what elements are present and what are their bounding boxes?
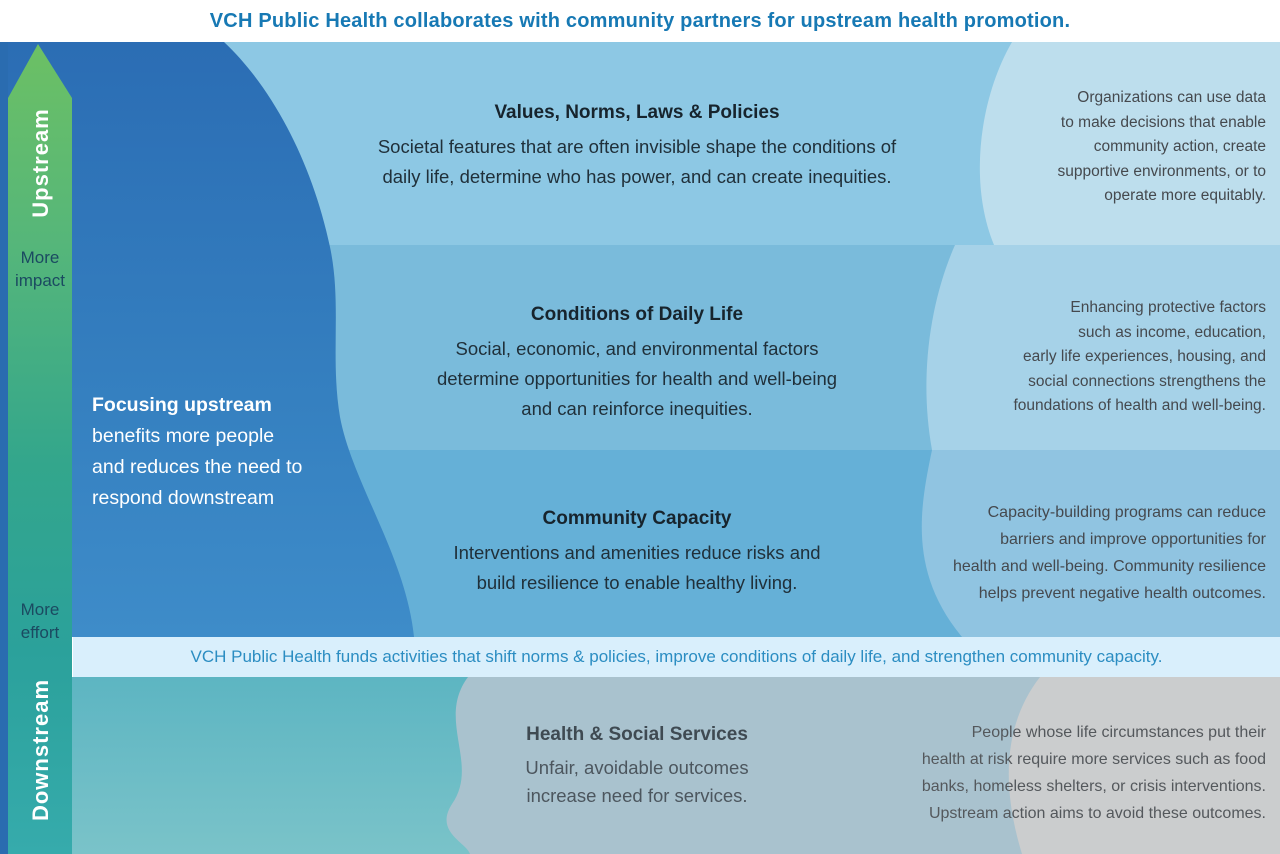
- band-conditions-title: Conditions of Daily Life: [530, 304, 744, 325]
- page-title: VCH Public Health collaborates with comm…: [209, 9, 1071, 32]
- capacity-note-shape: [921, 450, 1280, 637]
- funding-banner: VCH Public Health funds activities that …: [73, 637, 1280, 677]
- band-capacity-title: Community Capacity: [542, 508, 732, 529]
- band-values-note: Organizations can use data to make decis…: [1057, 89, 1267, 204]
- downstream-flow-shape: [0, 677, 470, 854]
- upstream-label: Upstream: [28, 108, 53, 218]
- header: VCH Public Health collaborates with comm…: [0, 0, 1280, 42]
- focus-upstream-body: benefits more people and reduces the nee…: [92, 425, 303, 509]
- more-effort-label: More effort: [20, 600, 60, 642]
- downstream-label: Downstream: [28, 678, 53, 822]
- band-capacity-description: Interventions and amenities reduce risks…: [453, 542, 821, 593]
- band-services-title: Health & Social Services: [526, 724, 748, 745]
- values-note-shape: [979, 42, 1280, 245]
- band-services-description: Unfair, avoidable outcomes increase need…: [525, 757, 749, 806]
- upstream-arrow-icon: [8, 44, 72, 854]
- upstream-flow-shape: [0, 42, 414, 637]
- band-values: Values, Norms, Laws & Policies Societal …: [287, 100, 987, 192]
- band-capacity: Community Capacity Interventions and ame…: [287, 506, 987, 598]
- band-services-note: People whose life circumstances put thei…: [921, 724, 1266, 822]
- band-values-description: Societal features that are often invisib…: [377, 136, 897, 187]
- band-capacity-note: Capacity-building programs can reduce ba…: [952, 504, 1266, 602]
- left-margin: [0, 42, 8, 854]
- band-conditions-note: Enhancing protective factors such as inc…: [1013, 299, 1267, 414]
- services-note-shape: [1008, 677, 1280, 854]
- conditions-note-shape: [926, 245, 1280, 450]
- band-conditions: Conditions of Daily Life Social, economi…: [287, 302, 987, 424]
- funding-banner-text: VCH Public Health funds activities that …: [190, 647, 1163, 666]
- focus-upstream-callout: Focusing upstream benefits more people a…: [92, 390, 372, 514]
- band-values-title: Values, Norms, Laws & Policies: [494, 102, 780, 123]
- background-artwork: [0, 42, 1280, 854]
- funding-banner-bg: [73, 637, 1280, 677]
- band-services: Health & Social Services Unfair, avoidab…: [287, 722, 987, 810]
- band-conditions-description: Social, economic, and environmental fact…: [436, 338, 838, 419]
- focus-upstream-title: Focusing upstream: [92, 394, 272, 416]
- more-impact-label: More impact: [14, 248, 66, 290]
